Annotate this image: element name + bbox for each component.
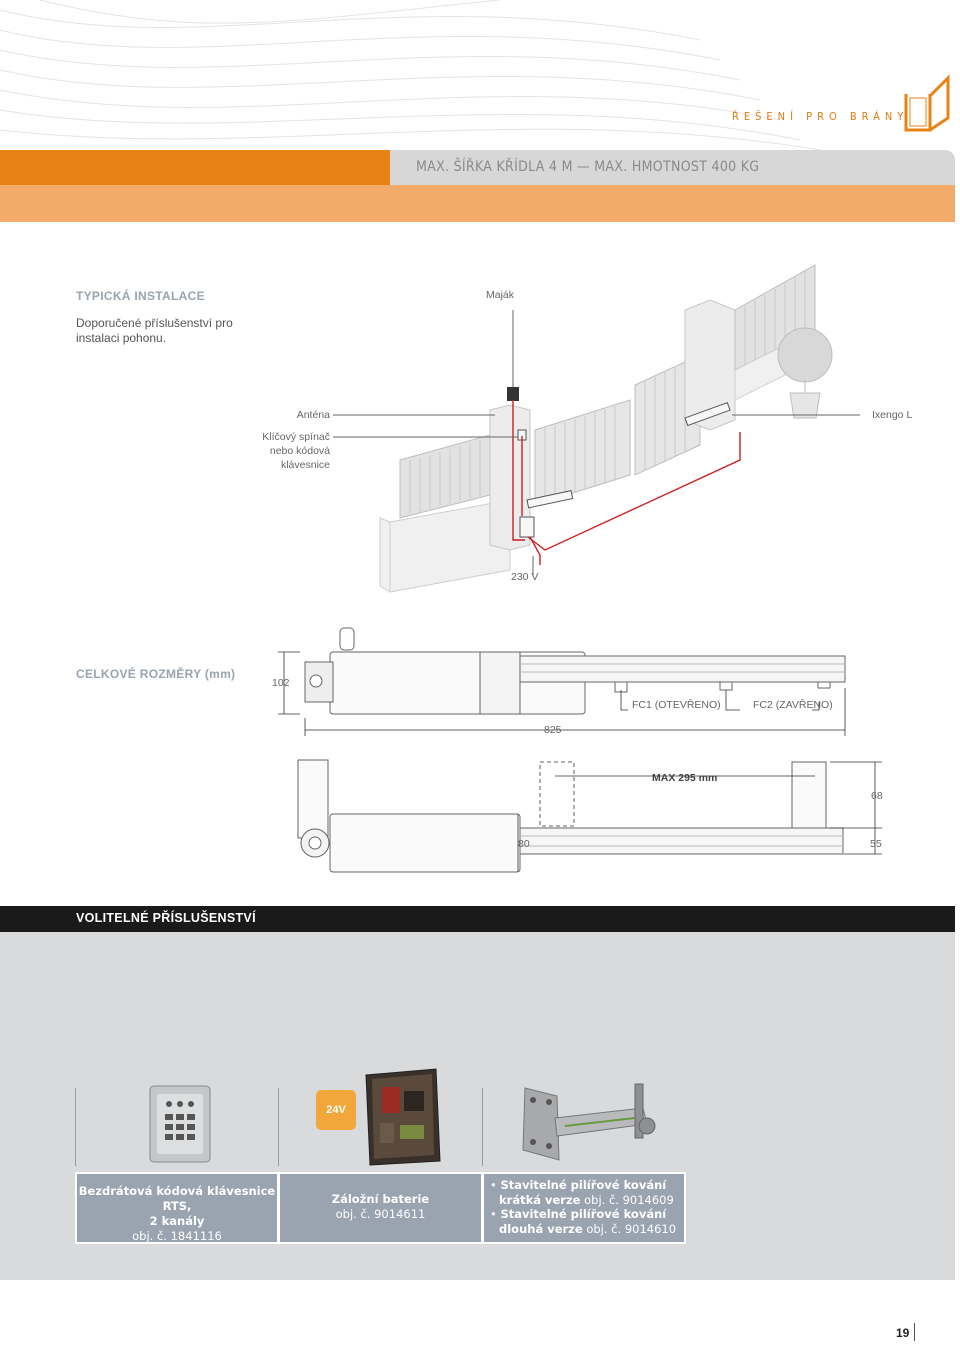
battery-name: Záložní baterie [331,1192,430,1206]
battery-ref: obj. č. 9014611 [335,1207,426,1221]
dim-80: 80 [518,838,530,850]
label-motor: Ixengo L [872,409,913,421]
label-switch-3: klávesnice [280,459,330,471]
right-gate-leaf [634,354,701,476]
bracket-line-1: Stavitelné pilířové kování [500,1178,667,1192]
accessory-keypad-card: Bezdrátová kódová klávesnice RTS, 2 kaná… [75,1172,279,1244]
accessory-bracket-card: • Stavitelné pilířové kování krátká verz… [482,1172,686,1244]
battery-box-image [365,1068,441,1166]
motor-side-view [304,627,846,715]
installation-title: TYPICKÁ INSTALACE [76,289,205,303]
label-beacon: Maják [486,289,515,301]
keypad-name-2: 2 kanály [149,1214,205,1228]
divider [482,1088,483,1166]
label-power: 230 V [511,571,539,583]
header-orange-block [0,150,390,185]
divider [75,1088,76,1166]
tree [777,327,833,419]
dimensions-diagram [278,627,882,873]
bracket-short-label: krátká verze [499,1192,581,1207]
accessories-title: VOLITELNÉ PŘÍSLUŠENSTVÍ [76,911,256,925]
bracket-line-3: Stavitelné pilířové kování [500,1207,667,1221]
page-title: MAX. ŠÍŘKA KŘÍDLA 4 M — MAX. HMOTNOST 40… [416,159,760,175]
dim-max-stroke: MAX 295 mm [652,772,718,784]
section-label: ŘEŠENÍ PRO BRÁNY [732,110,909,123]
label-switch-1: Klíčový spínač [262,431,330,443]
dim-fc2: FC2 (ZAVŘENO) [753,699,833,711]
page-number-divider [914,1323,915,1341]
left-pillar [489,404,531,551]
label-antenna: Anténa [296,409,330,421]
accessories-header-bar [0,906,955,932]
keypad-ref: obj. č. 1841116 [132,1229,222,1243]
dim-68: 68 [871,790,883,802]
bracket-long-label: dlouhá verze [499,1221,583,1236]
background-wave-lines [0,0,821,150]
installation-description: Doporučené příslušenství pro instalaci p… [76,316,233,345]
keypad-image [149,1085,211,1163]
motor-top-view [297,759,844,873]
dimensions-title: CELKOVÉ ROZMĚRY (mm) [76,667,236,681]
label-switch-2: nebo kódová [269,445,330,457]
keypad-name-1: Bezdrátová kódová klávesnice RTS, [78,1184,276,1213]
divider [278,1088,279,1166]
gate-logo-icon [904,74,950,132]
bracket-short-ref: obj. č. 9014609 [580,1192,674,1207]
dim-height: 102 [272,677,290,689]
left-gate-leaf [534,399,631,506]
left-fence [399,434,491,519]
header-band-lower [0,185,955,222]
right-pillar [684,299,736,431]
dim-55: 55 [870,838,882,850]
voltage-badge: 24V [316,1090,356,1130]
dim-fc1: FC1 (OTEVŘENO) [632,699,721,711]
dim-length: 825 [544,724,562,736]
pillar-bracket-image [522,1083,656,1161]
bracket-long-ref: obj. č. 9014610 [582,1221,677,1236]
page-number: 19 [896,1326,910,1340]
installation-diagram [333,264,860,593]
left-wall [379,499,511,593]
accessory-battery-card: Záložní baterie obj. č. 9014611 [278,1172,483,1244]
